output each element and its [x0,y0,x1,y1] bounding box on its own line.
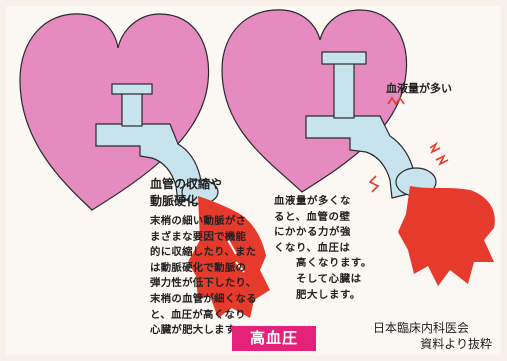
right-scene [221,9,495,286]
left-panel-body: 末梢の細い動脈がさ まざまな要因で機能 的に収縮したり、また は動脈硬化で動脈の… [150,215,257,337]
right-blood-splash [398,186,495,286]
left-tap-stem [121,91,143,127]
right-tap-stem [333,61,355,119]
right-tap-handle [321,51,367,65]
source-line-1: 日本臨床内科医会 [372,321,469,335]
source-line-2: 資料より抜粋 [420,337,492,351]
left-scene [19,13,270,318]
left-panel-title: 血管の収縮や 動脈硬化 [150,177,223,208]
left-blood-splash [188,196,270,318]
left-pipe [95,123,203,203]
right-flow-label: 血液量が多い [386,82,452,95]
right-pipe [305,115,417,199]
hypertension-badge: 高血圧 [232,326,316,351]
pressure-marks-left [368,175,380,193]
left-tap-handle [111,83,153,95]
pressure-marks-top [387,96,405,106]
left-blood-highlight [227,239,245,273]
left-heart [19,13,210,211]
right-panel-body: 血液量が多くな ると、血管の壁 にかかる力が強 くなり、血圧は 高くなります。 … [274,195,372,301]
pressure-marks-right [429,141,449,166]
